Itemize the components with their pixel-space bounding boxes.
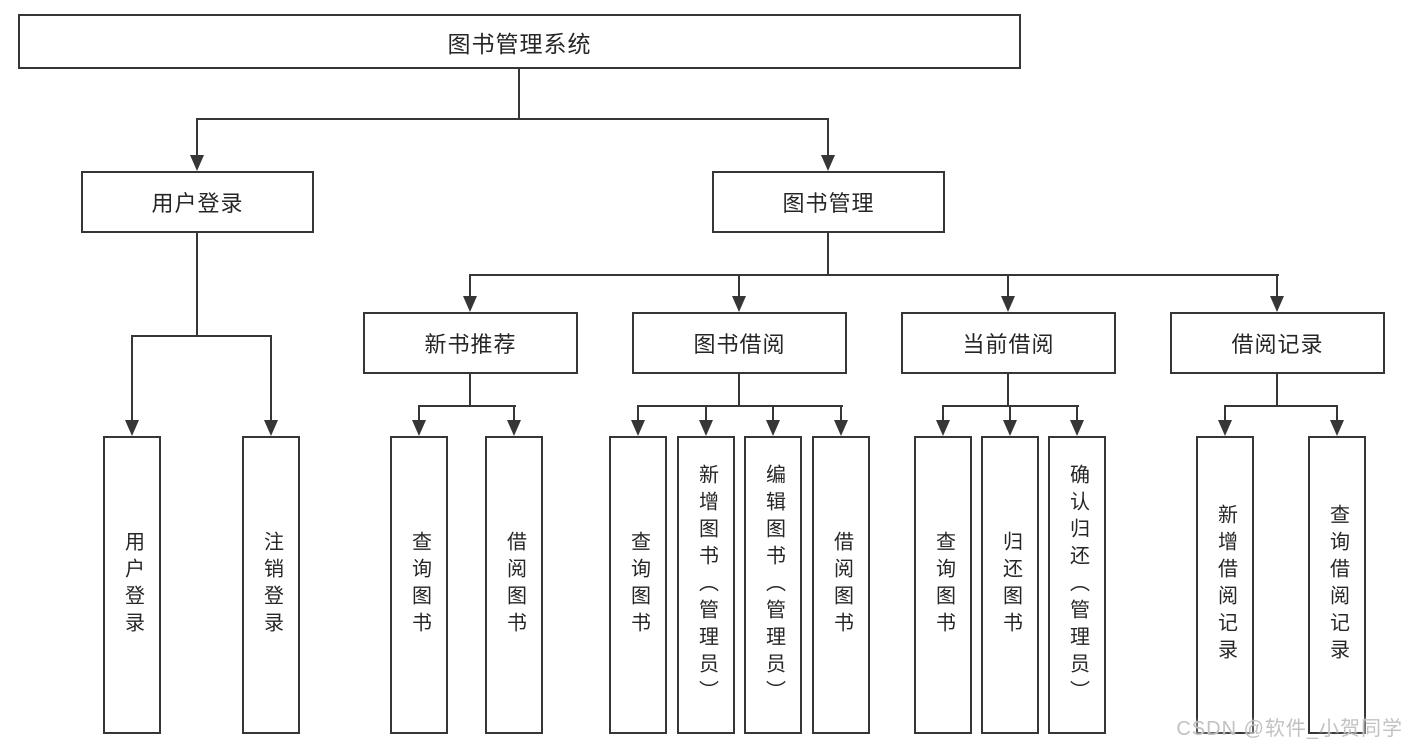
arrow-down-icon (936, 420, 950, 436)
leaf-edit-book-admin: 编辑图书（管理员） (744, 436, 802, 734)
leaf-label: 查询借阅记录 (1326, 504, 1349, 666)
leaf-user-login: 用户登录 (103, 436, 161, 734)
arrow-down-icon (732, 296, 746, 312)
arrow-down-icon (766, 420, 780, 436)
node-label: 借阅记录 (1231, 332, 1324, 357)
connector-vline (1276, 374, 1278, 407)
leaf-label: 编辑图书（管理员） (762, 463, 785, 707)
arrow-down-icon (463, 296, 477, 312)
arrow-down-icon (1003, 420, 1017, 436)
connector-vline (513, 405, 515, 422)
connector-vline (1076, 405, 1078, 422)
connector-hline (469, 274, 1279, 276)
connector-vline (772, 405, 774, 422)
leaf-label: 归还图书 (999, 531, 1022, 639)
connector-vline (196, 233, 198, 337)
connector-vline (196, 118, 198, 156)
arrow-down-icon (507, 420, 521, 436)
connector-vline (1009, 405, 1011, 422)
connector-vline (1007, 374, 1009, 407)
node-label: 图书管理 (782, 191, 875, 216)
connector-vline (738, 274, 740, 298)
node-label: 当前借阅 (962, 332, 1055, 357)
leaf-label: 新增图书（管理员） (695, 463, 718, 707)
node-library-management-system: 图书管理系统 (18, 14, 1021, 69)
leaf-query-borrow-record: 查询借阅记录 (1308, 436, 1366, 734)
connector-vline (637, 405, 639, 422)
node-label: 新书推荐 (424, 332, 517, 357)
leaf-borrow-books-recommend: 借阅图书 (485, 436, 543, 734)
arrow-down-icon (1001, 296, 1015, 312)
leaf-label: 借阅图书 (830, 531, 853, 639)
leaf-label: 查询图书 (408, 531, 431, 639)
node-label: 图书借阅 (693, 332, 786, 357)
connector-hline (196, 118, 829, 120)
node-user-login: 用户登录 (81, 171, 314, 233)
leaf-query-books-borrow: 查询图书 (609, 436, 667, 734)
arrow-down-icon (1270, 296, 1284, 312)
connector-vline (738, 374, 740, 407)
connector-vline (1007, 274, 1009, 298)
arrow-down-icon (190, 155, 204, 171)
connector-vline (418, 405, 420, 422)
arrow-down-icon (1070, 420, 1084, 436)
arrow-down-icon (264, 420, 278, 436)
node-label: 图书管理系统 (447, 30, 592, 57)
node-current-borrowing: 当前借阅 (901, 312, 1116, 374)
leaf-query-books-recommend: 查询图书 (390, 436, 448, 734)
arrow-down-icon (1218, 420, 1232, 436)
arrow-down-icon (699, 420, 713, 436)
node-label: 用户登录 (151, 191, 244, 216)
connector-vline (469, 274, 471, 298)
leaf-label: 查询图书 (627, 531, 650, 639)
leaf-query-books-current: 查询图书 (914, 436, 972, 734)
connector-hline (418, 405, 516, 407)
csdn-watermark: CSDN @软件_小贺同学 (1176, 718, 1403, 740)
connector-vline (131, 335, 133, 421)
connector-vline (1336, 405, 1338, 422)
leaf-label: 查询图书 (932, 531, 955, 639)
connector-vline (469, 374, 471, 407)
connector-vline (942, 405, 944, 422)
connector-vline (518, 69, 520, 119)
leaf-add-borrow-record: 新增借阅记录 (1196, 436, 1254, 734)
leaf-return-book: 归还图书 (981, 436, 1039, 734)
node-borrowing-records: 借阅记录 (1170, 312, 1385, 374)
leaf-label: 新增借阅记录 (1214, 504, 1237, 666)
leaf-borrow-books: 借阅图书 (812, 436, 870, 734)
connector-vline (270, 335, 272, 421)
leaf-confirm-return-admin: 确认归还（管理员） (1048, 436, 1106, 734)
connector-hline (131, 335, 272, 337)
node-new-book-recommendation: 新书推荐 (363, 312, 578, 374)
arrow-down-icon (1330, 420, 1344, 436)
leaf-label: 用户登录 (121, 531, 144, 639)
connector-vline (827, 118, 829, 156)
connector-vline (705, 405, 707, 422)
arrow-down-icon (412, 420, 426, 436)
connector-vline (1224, 405, 1226, 422)
arrow-down-icon (834, 420, 848, 436)
arrow-down-icon (125, 420, 139, 436)
leaf-label: 注销登录 (260, 531, 283, 639)
arrow-down-icon (821, 155, 835, 171)
connector-hline (1224, 405, 1338, 407)
connector-vline (827, 233, 829, 276)
leaf-label: 确认归还（管理员） (1066, 463, 1089, 707)
node-book-management: 图书管理 (712, 171, 945, 233)
connector-hline (637, 405, 843, 407)
arrow-down-icon (631, 420, 645, 436)
connector-vline (1276, 274, 1278, 298)
leaf-add-book-admin: 新增图书（管理员） (677, 436, 735, 734)
leaf-logout: 注销登录 (242, 436, 300, 734)
node-book-borrowing: 图书借阅 (632, 312, 847, 374)
connector-vline (840, 405, 842, 422)
leaf-label: 借阅图书 (503, 531, 526, 639)
